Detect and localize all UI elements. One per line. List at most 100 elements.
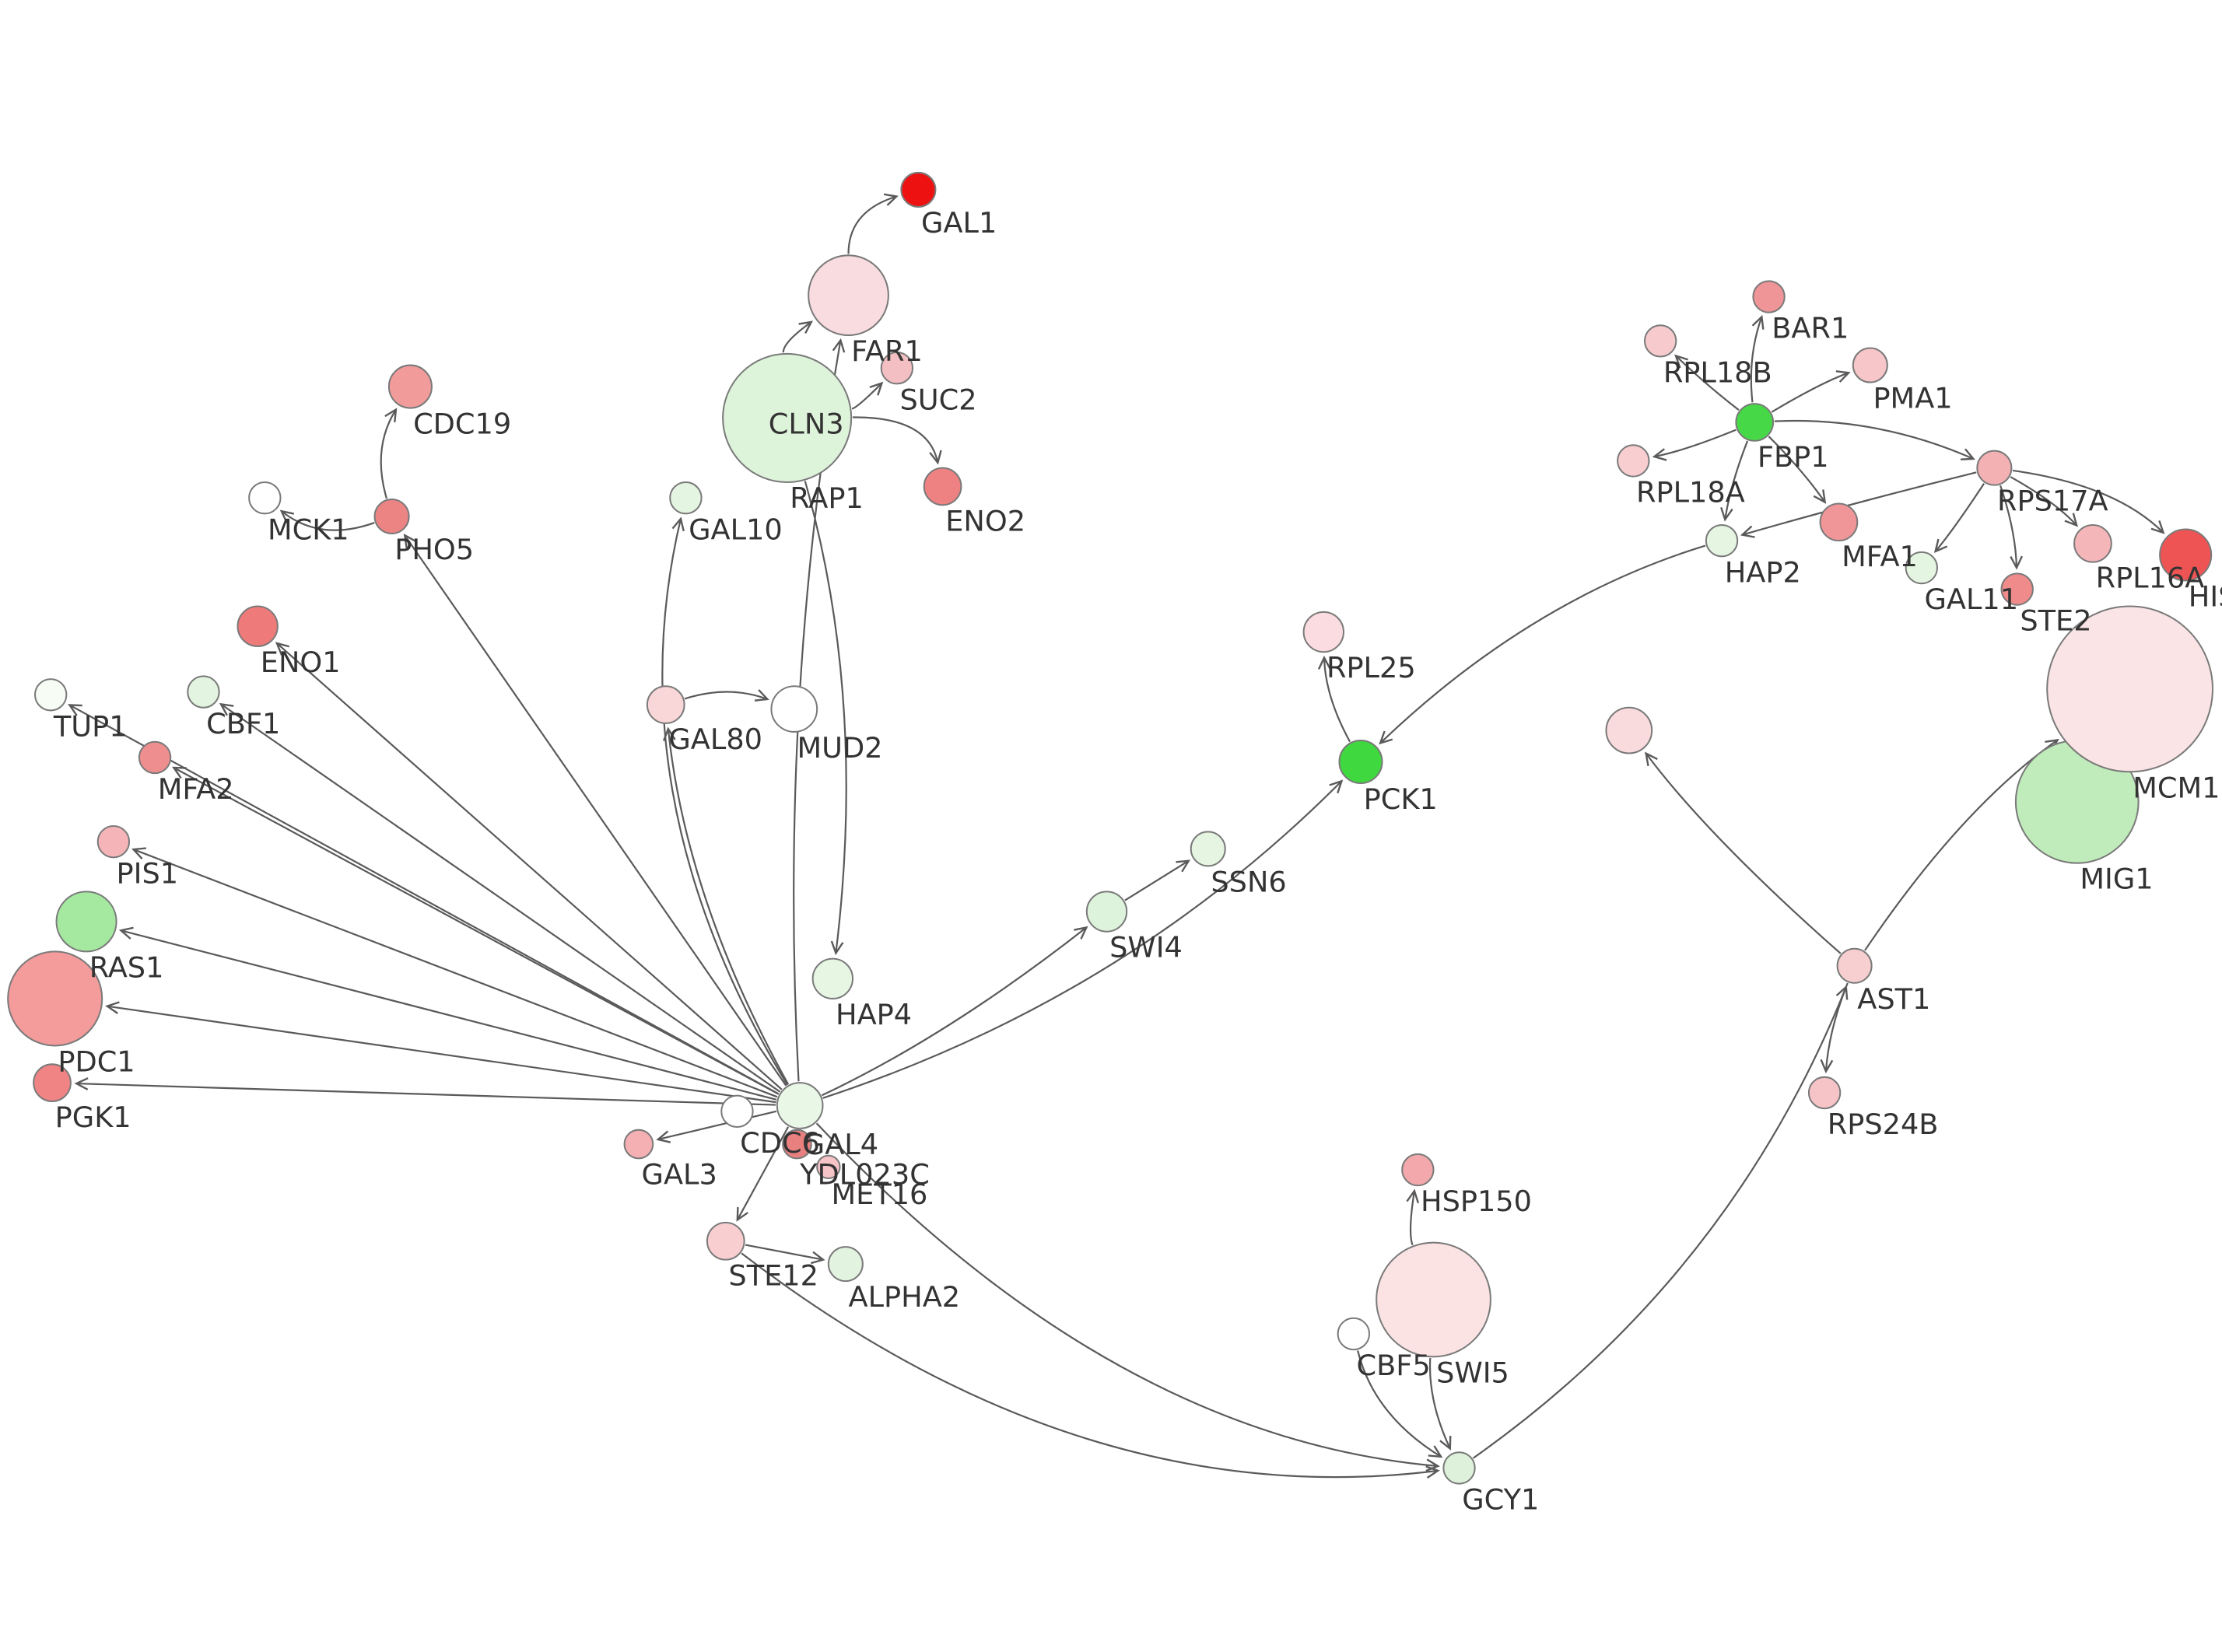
node-STE2[interactable] <box>2000 572 2034 606</box>
edge-SWI5-HSP150[interactable] <box>1406 1188 1420 1246</box>
edge-GAL4-PCK1[interactable] <box>822 779 1344 1099</box>
edge-GCY1-AST1[interactable] <box>1472 985 1849 1459</box>
edge-AST1-UNK1[interactable] <box>1645 751 1842 954</box>
edge-FAR1-GAL1[interactable] <box>847 193 899 254</box>
node-AST1[interactable] <box>1836 947 1873 984</box>
node-RAP1[interactable] <box>722 352 853 483</box>
edge-GAL80-MUD2[interactable] <box>684 689 769 702</box>
node-FAR1[interactable] <box>808 254 889 337</box>
edge-GAL4-ENO1[interactable] <box>275 642 783 1090</box>
node-PHO5[interactable] <box>373 498 410 534</box>
edge-RPS17A-RPL16A[interactable] <box>2010 476 2078 527</box>
node-GCY1[interactable] <box>1442 1451 1476 1485</box>
node-TUP1[interactable] <box>34 678 68 712</box>
edge-GAL4-GCY1[interactable] <box>815 1122 1440 1472</box>
edge-CBF5-GCY1[interactable] <box>1357 1350 1443 1458</box>
node-STE12[interactable] <box>706 1221 745 1261</box>
node-SWI4[interactable] <box>1085 891 1128 933</box>
edge-RAP1-ENO2[interactable] <box>853 416 942 465</box>
node-GAL1[interactable] <box>900 171 937 208</box>
node-label-SWI5: SWI5 <box>1436 1356 1509 1389</box>
node-HIS4[interactable] <box>2159 528 2213 582</box>
node-label-BAR1: BAR1 <box>1772 312 1849 345</box>
node-CBF1[interactable] <box>187 675 220 709</box>
node-RPS24B[interactable] <box>1807 1076 1842 1110</box>
node-ENO2[interactable] <box>923 467 962 506</box>
edge-FBP1-PMA1[interactable] <box>1771 370 1851 413</box>
node-SUC2[interactable] <box>880 352 914 385</box>
node-PIS1[interactable] <box>96 824 131 859</box>
edge-FBP1-BAR1[interactable] <box>1750 314 1765 403</box>
node-GAL3[interactable] <box>623 1129 654 1160</box>
edge-GAL4-PGK1[interactable] <box>74 1077 776 1106</box>
edge-RPS17A-STE2[interactable] <box>1999 485 2024 570</box>
node-CDC19[interactable] <box>387 364 433 409</box>
node-GAL80[interactable] <box>646 685 685 724</box>
node-HAP2[interactable] <box>1705 523 1739 558</box>
node-CBF5[interactable] <box>1337 1317 1370 1351</box>
node-PCK1[interactable] <box>1338 739 1383 784</box>
node-GAL11[interactable] <box>1905 551 1939 585</box>
node-PGK1[interactable] <box>33 1063 72 1103</box>
node-MUD2[interactable] <box>770 685 818 733</box>
edge-PHO5-MCK1[interactable] <box>279 509 375 531</box>
edge-RPS17A-GAL11[interactable] <box>1933 483 1985 553</box>
edge-GAL4-TUP1[interactable] <box>68 704 780 1095</box>
node-ALPHA2[interactable] <box>827 1246 864 1283</box>
node-RPL18B[interactable] <box>1643 324 1677 358</box>
edge-GAL4-PHO5[interactable] <box>403 533 787 1087</box>
node-PDC1[interactable] <box>7 950 103 1047</box>
node-RPL18A[interactable] <box>1617 444 1650 478</box>
edge-FBP1-RPL18B[interactable] <box>1674 354 1740 411</box>
node-GAL4[interactable] <box>776 1082 824 1129</box>
edge-STE12-GCY1[interactable] <box>741 1252 1440 1479</box>
edge-GAL4-SWI4[interactable] <box>821 926 1088 1097</box>
edge-SWI4-SSN6[interactable] <box>1124 859 1191 901</box>
node-CDC6[interactable] <box>720 1094 754 1129</box>
edge-FBP1-RPL18A[interactable] <box>1652 429 1737 461</box>
node-HAP4[interactable] <box>811 957 854 999</box>
edge-SWI5-GCY1[interactable] <box>1428 1357 1452 1451</box>
edge-HAP2-PCK1[interactable] <box>1379 544 1706 745</box>
edge-GAL4-STE12[interactable] <box>736 1126 790 1222</box>
node-MET16[interactable] <box>816 1154 841 1180</box>
edge-FBP1-HAP2[interactable] <box>1720 440 1749 522</box>
edge-STE12-ALPHA2[interactable] <box>745 1244 825 1265</box>
node-FBP1[interactable] <box>1735 403 1775 442</box>
edge-GAL4-PDC1[interactable] <box>105 1001 776 1104</box>
edge-RAP1-HAP4[interactable] <box>804 481 847 956</box>
node-RPL16A[interactable] <box>2073 523 2112 563</box>
edge-RAP1-FAR1[interactable] <box>782 320 813 353</box>
edge-FBP1-MFA1[interactable] <box>1768 436 1827 504</box>
edge-PCK1-RPL25[interactable] <box>1317 655 1351 743</box>
edge-RPS17A-HIS4[interactable] <box>2012 469 2165 534</box>
node-MFA1[interactable] <box>1819 502 1859 542</box>
node-YDL023C[interactable] <box>782 1129 812 1160</box>
node-SSN6[interactable] <box>1190 831 1226 867</box>
edge-RPS17A-HAP2[interactable] <box>1740 471 1977 538</box>
node-MFA2[interactable] <box>138 740 172 775</box>
edge-FBP1-RPS17A[interactable] <box>1774 419 1975 460</box>
node-ENO1[interactable] <box>237 605 279 647</box>
node-HSP150[interactable] <box>1401 1153 1435 1187</box>
edge-GAL4-RAS1[interactable] <box>118 926 777 1101</box>
edge-GAL4-GAL3[interactable] <box>656 1110 777 1143</box>
node-RAS1[interactable] <box>55 891 117 953</box>
node-SWI5[interactable] <box>1376 1241 1491 1358</box>
node-RPL25[interactable] <box>1302 611 1344 653</box>
edge-GAL4-GAL10[interactable] <box>661 516 788 1086</box>
edge-GAL4-PIS1[interactable] <box>131 847 778 1098</box>
node-UNK1[interactable] <box>1605 706 1653 754</box>
edge-GAL4-MFA2[interactable] <box>171 766 780 1095</box>
node-PMA1[interactable] <box>1852 347 1888 383</box>
edge-PHO5-CDC19[interactable] <box>380 408 398 499</box>
edge-RAP1-SUC2[interactable] <box>851 381 884 410</box>
edge-GAL4-GAL80[interactable] <box>662 726 790 1085</box>
node-RPS17A[interactable] <box>1976 450 2013 486</box>
node-GAL10[interactable] <box>669 481 703 515</box>
node-MCM1[interactable] <box>2046 605 2214 773</box>
edge-GAL4-CBF1[interactable] <box>219 702 781 1093</box>
node-BAR1[interactable] <box>1752 280 1786 313</box>
node-MCK1[interactable] <box>248 481 282 515</box>
